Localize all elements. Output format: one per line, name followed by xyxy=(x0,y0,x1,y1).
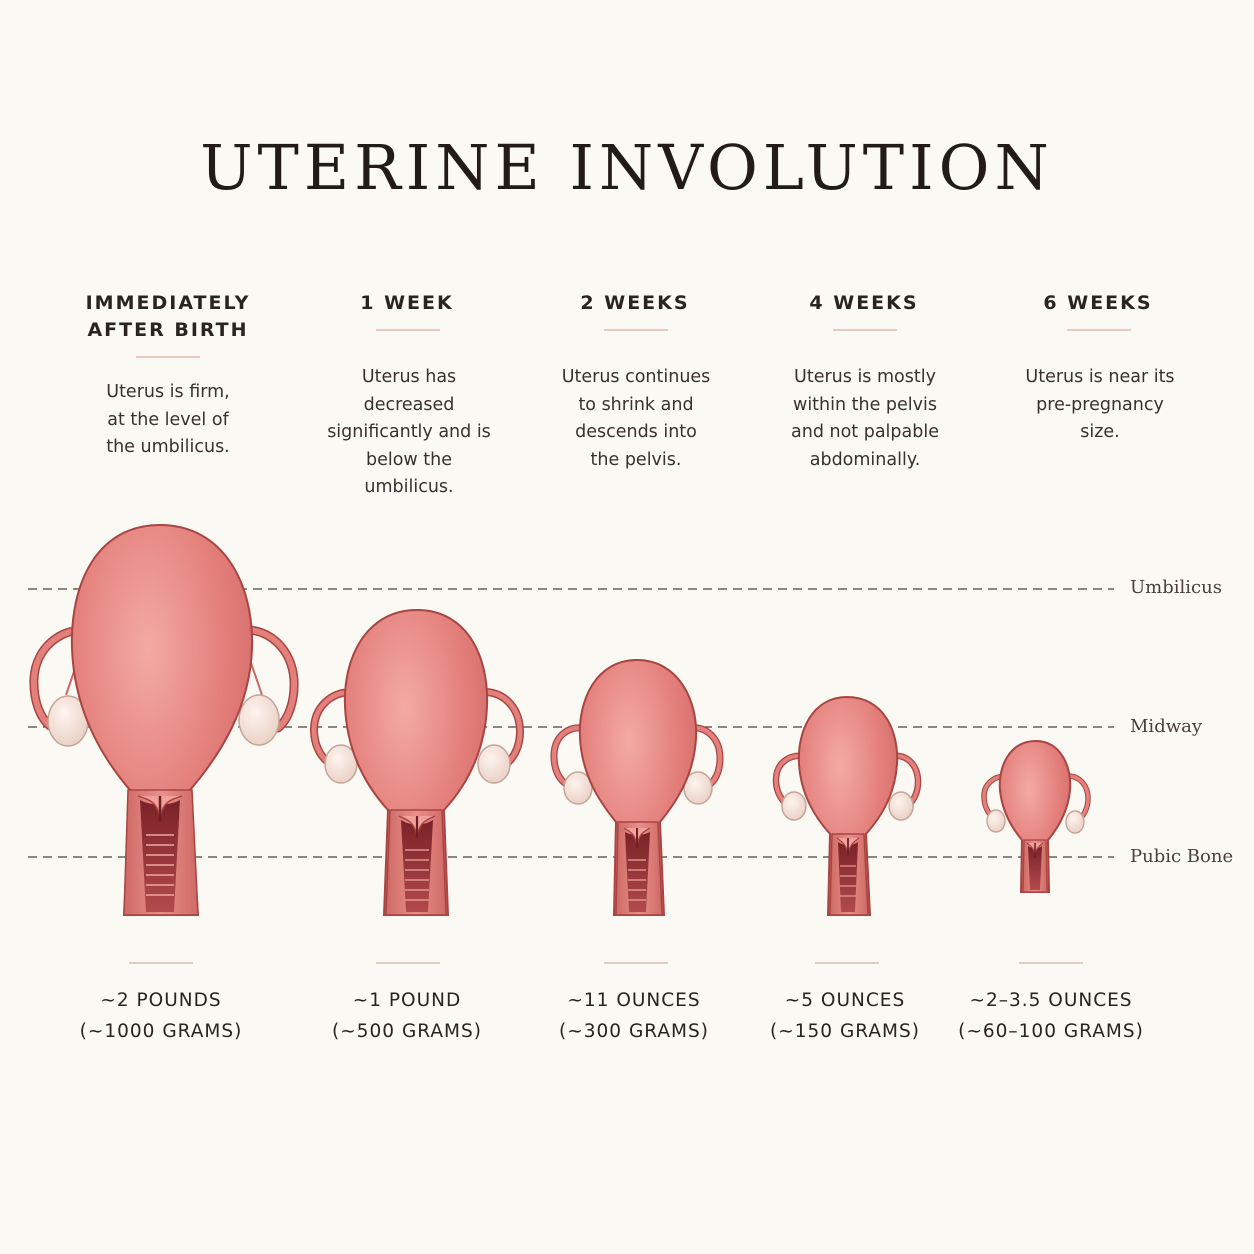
weight-line: ~11 OUNCES xyxy=(567,990,701,1011)
weight-line: (~500 GRAMS) xyxy=(332,1021,482,1042)
stage-description: Uterus has decreased significantly and i… xyxy=(299,364,519,502)
stage-heading-line: IMMEDIATELY xyxy=(85,292,251,314)
desc-line: Uterus continues xyxy=(561,367,711,387)
heading-divider xyxy=(604,329,668,331)
weight-line: ~2–3.5 OUNCES xyxy=(969,990,1133,1011)
weight-line: (~1000 GRAMS) xyxy=(79,1021,243,1042)
heading-divider xyxy=(833,329,897,331)
stage-heading-6-weeks: 6 WEEKS xyxy=(978,290,1218,317)
stage-heading-line: 4 WEEKS xyxy=(809,292,919,314)
stage-description: Uterus is mostly within the pelvis and n… xyxy=(755,364,975,474)
desc-line: Uterus has xyxy=(361,367,457,387)
uterus-immediately-after-birth xyxy=(29,523,299,916)
stage-description: Uterus is near its pre-pregnancy size. xyxy=(990,364,1210,447)
stage-heading-line: 6 WEEKS xyxy=(1043,292,1153,314)
desc-line: at the level of xyxy=(107,409,229,430)
stage-heading-1-week: 1 WEEK xyxy=(287,290,527,317)
weight-line: (~300 GRAMS) xyxy=(559,1021,709,1042)
stage-description: Uterus continues to shrink and descends … xyxy=(526,364,746,474)
weight-divider xyxy=(1019,962,1083,964)
desc-line: pre-pregnancy xyxy=(1036,394,1164,415)
weight-line: (~150 GRAMS) xyxy=(770,1021,920,1042)
desc-line: Uterus is firm, xyxy=(106,382,230,402)
desc-line: and not palpable xyxy=(791,422,939,442)
umbilicus-label: Umbilicus xyxy=(1130,577,1222,598)
desc-line: Uterus is mostly xyxy=(794,367,936,387)
heading-divider xyxy=(1067,329,1131,331)
uterus-4-weeks xyxy=(772,695,922,916)
desc-line: abdominally. xyxy=(809,449,921,470)
desc-line: descends into xyxy=(575,422,697,442)
weight-divider xyxy=(604,962,668,964)
weight-divider xyxy=(815,962,879,964)
desc-line: significantly and is xyxy=(327,422,491,442)
weight-line: (~60–100 GRAMS) xyxy=(958,1021,1144,1042)
heading-divider xyxy=(136,356,200,358)
desc-line: the umbilicus. xyxy=(106,437,230,457)
desc-line: within the pelvis xyxy=(793,394,937,415)
uterus-2-weeks xyxy=(550,658,724,916)
heading-divider xyxy=(376,329,440,331)
uterus-1-week xyxy=(309,608,525,916)
weight-divider xyxy=(376,962,440,964)
desc-line: to shrink and xyxy=(578,394,694,415)
stage-heading-2-weeks: 2 WEEKS xyxy=(515,290,755,317)
desc-line: size. xyxy=(1080,422,1120,442)
weight-label-immediately: ~2 POUNDS (~1000 GRAMS) xyxy=(41,985,281,1047)
desc-line: below the xyxy=(365,449,453,470)
weight-line: ~1 POUND xyxy=(352,990,462,1011)
weight-divider xyxy=(129,962,193,964)
stage-description: Uterus is firm, at the level of the umbi… xyxy=(58,379,278,462)
midway-label: Midway xyxy=(1130,716,1203,737)
stage-heading-line: 1 WEEK xyxy=(360,292,454,314)
stage-heading-line: 2 WEEKS xyxy=(580,292,690,314)
weight-label-4-weeks: ~5 OUNCES (~150 GRAMS) xyxy=(725,985,965,1047)
weight-label-6-weeks: ~2–3.5 OUNCES (~60–100 GRAMS) xyxy=(931,985,1171,1047)
pubic-bone-label: Pubic Bone xyxy=(1130,846,1234,867)
stage-heading-4-weeks: 4 WEEKS xyxy=(744,290,984,317)
desc-line: decreased xyxy=(363,394,455,415)
desc-line: umbilicus. xyxy=(364,477,454,497)
desc-line: the pelvis. xyxy=(590,449,682,470)
weight-line: ~5 OUNCES xyxy=(784,990,906,1011)
desc-line: Uterus is near its xyxy=(1025,367,1175,387)
stage-heading-line: AFTER BIRTH xyxy=(87,319,249,341)
stage-heading-immediately: IMMEDIATELY AFTER BIRTH xyxy=(48,290,288,344)
weight-line: ~2 POUNDS xyxy=(100,990,222,1011)
weight-label-1-week: ~1 POUND (~500 GRAMS) xyxy=(287,985,527,1047)
weight-label-2-weeks: ~11 OUNCES (~300 GRAMS) xyxy=(514,985,754,1047)
page-title: UTERINE INVOLUTION xyxy=(200,131,1054,204)
uterus-6-weeks xyxy=(981,739,1091,893)
